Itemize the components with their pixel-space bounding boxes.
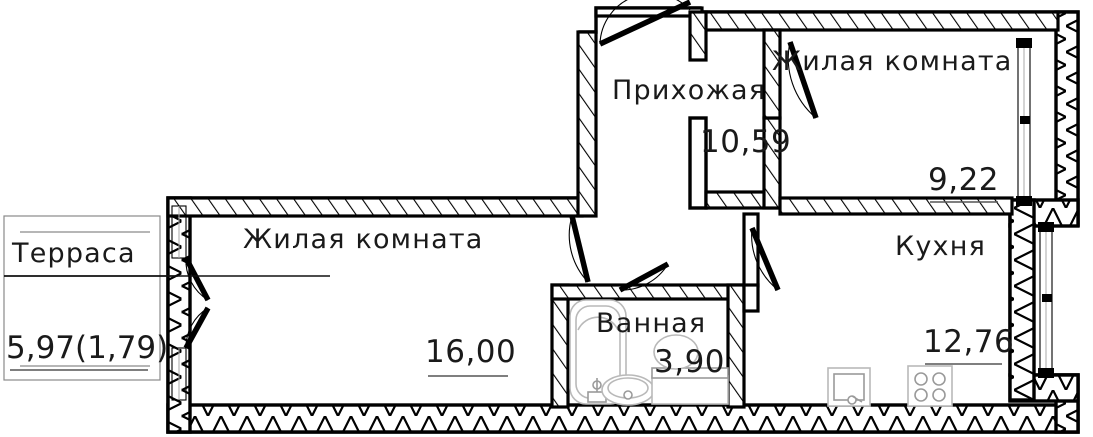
fixtures	[569, 299, 953, 407]
room-label-living1: Жилая комната	[243, 224, 484, 255]
terrace-door-upper	[183, 256, 211, 302]
window-terrace-upper	[171, 205, 187, 259]
wall-closet-left	[688, 116, 708, 210]
room-label-hallway: Прихожая	[612, 75, 766, 106]
entrance-door	[598, 0, 692, 47]
terrace-door-lower	[183, 306, 211, 350]
room-labels: Терраса 5,97(1,79) Жилая комната 16,00 П…	[6, 46, 1014, 380]
exterior-wall-right-middle	[1008, 198, 1036, 402]
room-area-terrace: 5,97(1,79)	[6, 330, 168, 366]
stove-fixture	[907, 365, 953, 407]
wall-bathroom-jamb	[742, 283, 760, 313]
wall-hallway-living2-jamb	[688, 10, 708, 62]
room-label-terrace: Терраса	[11, 238, 136, 269]
hallway-living2-door	[787, 41, 819, 119]
wall-bathroom-left	[550, 283, 570, 409]
terrace-callout-box	[3, 215, 178, 381]
room-area-living1: 16,00	[425, 334, 516, 370]
wall-bathroom-top	[550, 283, 744, 301]
windows	[171, 38, 1054, 401]
room-area-bathroom: 3,90	[654, 344, 725, 380]
interior-walls	[166, 6, 1060, 409]
window-right-lower	[1038, 222, 1054, 378]
kitchen-door	[749, 226, 781, 292]
living1-hall-door	[568, 215, 591, 283]
wall-top	[698, 10, 1060, 32]
room-label-bathroom: Ванная	[596, 308, 706, 339]
kitchen-sink-fixture	[827, 367, 871, 407]
room-area-kitchen: 12,76	[923, 324, 1014, 360]
wall-living1-top	[166, 196, 584, 218]
bathtub-fixture	[569, 299, 627, 405]
window-terrace-lower	[171, 347, 187, 401]
wash-basin-fixture	[601, 374, 655, 406]
wall-hallway-left	[576, 30, 598, 218]
wall-bathroom-right	[726, 283, 746, 409]
toilet-fixture	[651, 334, 729, 405]
room-label-kitchen: Кухня	[895, 231, 986, 262]
room-label-living2: Жилая комната	[772, 46, 1013, 77]
window-right-upper	[1016, 38, 1032, 206]
exterior-walls	[166, 6, 1080, 434]
wall-living2-left	[762, 28, 782, 120]
doors	[183, 0, 819, 350]
bathroom-door	[618, 261, 670, 293]
exterior-wall-right-upper	[1054, 10, 1080, 227]
wall-living2-bottom	[778, 196, 1014, 216]
wall-corridor-right	[742, 212, 760, 288]
exterior-wall-bottom	[166, 403, 1080, 434]
room-area-living2: 9,22	[928, 162, 999, 198]
room-area-hallway: 10,59	[700, 124, 791, 160]
